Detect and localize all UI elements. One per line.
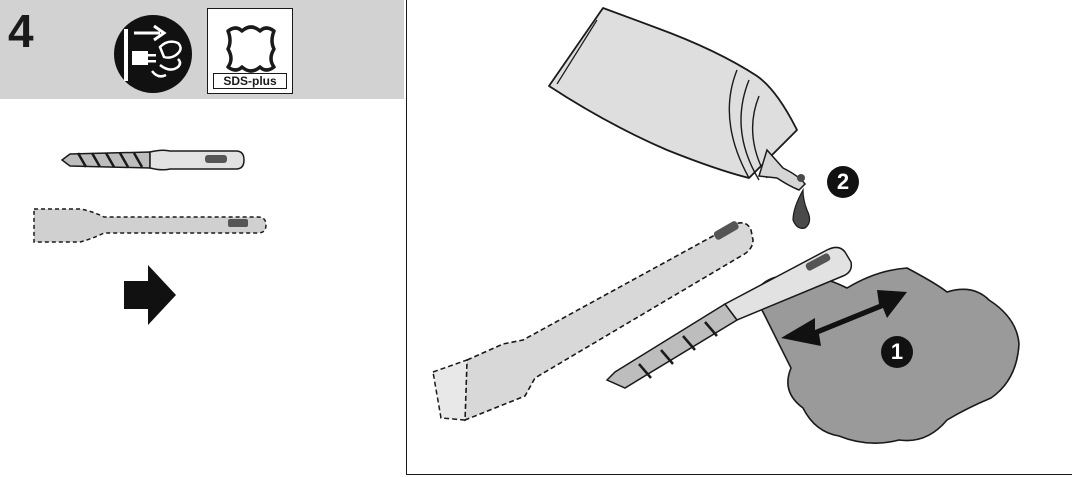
drill-bit-icon	[62, 150, 244, 170]
right-arrow-icon	[124, 265, 176, 325]
grease-tube-icon	[549, 8, 805, 190]
lubrication-panel: 2 1	[406, 0, 1072, 475]
unplug-power-icon	[108, 13, 198, 95]
step-number: 4	[8, 8, 34, 54]
chisel-icon	[34, 209, 266, 242]
bit-types-illustration	[0, 99, 404, 477]
callout-1: 1	[881, 336, 913, 368]
lubrication-illustration	[407, 0, 1073, 475]
grease-drop-icon	[793, 190, 810, 228]
sds-plus-badge: SDS-plus	[207, 8, 293, 94]
requirements-panel: 4 SDS-plus	[0, 0, 404, 477]
grease-droplet-icon	[797, 174, 805, 182]
sds-plus-label: SDS-plus	[213, 73, 287, 89]
callout-2: 2	[827, 166, 859, 198]
step-header: 4 SDS-plus	[0, 0, 404, 99]
